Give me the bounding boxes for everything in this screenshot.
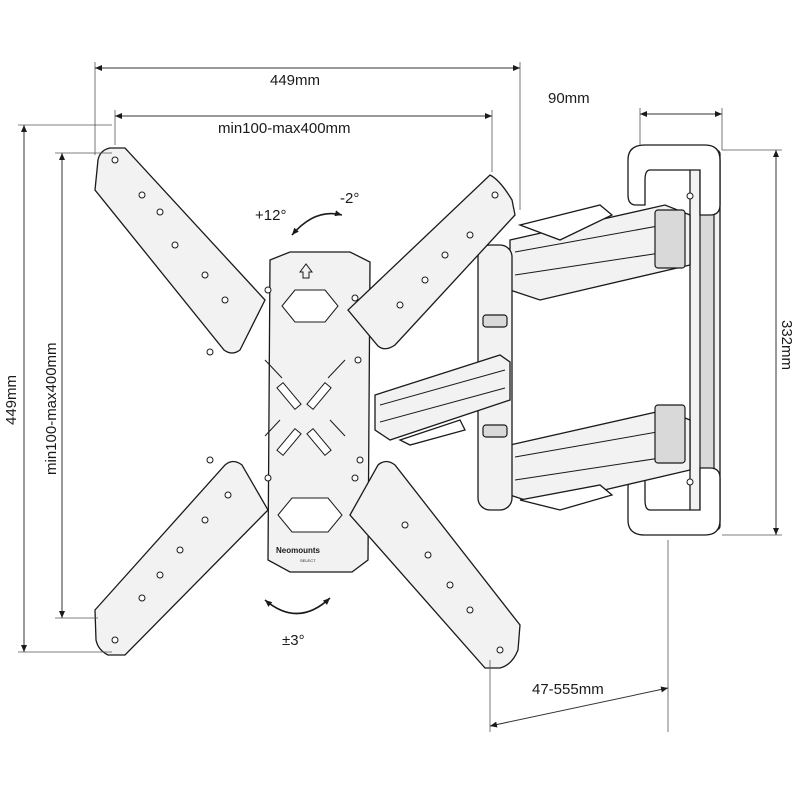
lower-arm	[509, 404, 691, 511]
dim-overall-width: 449mm	[95, 65, 520, 89]
tilt-up-label: +12°	[255, 207, 286, 224]
rotate-arrow-icon	[264, 597, 331, 615]
upper-arm	[509, 204, 691, 301]
wall-depth-label: 90mm	[548, 90, 590, 107]
wall-plate-height-label: 332mm	[778, 320, 795, 370]
vesa-width-label: min100-max400mm	[218, 120, 351, 137]
rotate-label: ±3°	[282, 632, 305, 649]
rotate-indicator: ±3°	[264, 597, 331, 649]
overall-height-label: 449mm	[3, 375, 20, 425]
extension-label: 47-555mm	[532, 681, 604, 698]
tilt-indicator: +12° -2°	[255, 190, 359, 236]
brand-logo: Neomounts	[276, 546, 321, 555]
vesa-height-label: min100-max400mm	[43, 342, 60, 475]
dim-vesa-height: min100-max400mm	[43, 153, 65, 618]
wall-plate	[627, 144, 721, 536]
middle-arm	[374, 354, 511, 446]
dim-vesa-width: min100-max400mm	[115, 113, 492, 137]
bracket-arm-upper-right	[347, 174, 516, 350]
dim-wall-depth: 90mm	[548, 90, 722, 117]
bracket-arm-lower-right	[349, 460, 521, 669]
overall-width-label: 449mm	[270, 72, 320, 89]
dim-extension: 47-555mm	[489, 681, 669, 728]
brand-sub: SELECT	[300, 558, 316, 563]
vesa-x-bracket: Neomounts SELECT	[94, 147, 521, 669]
dim-overall-height: 449mm	[3, 125, 27, 652]
bracket-arm-upper-left	[94, 147, 266, 354]
tilt-arrow-icon	[291, 210, 343, 236]
tilt-down-label: -2°	[340, 190, 359, 207]
bracket-arm-lower-left	[94, 460, 269, 656]
dim-wall-plate-height: 332mm	[773, 150, 795, 535]
